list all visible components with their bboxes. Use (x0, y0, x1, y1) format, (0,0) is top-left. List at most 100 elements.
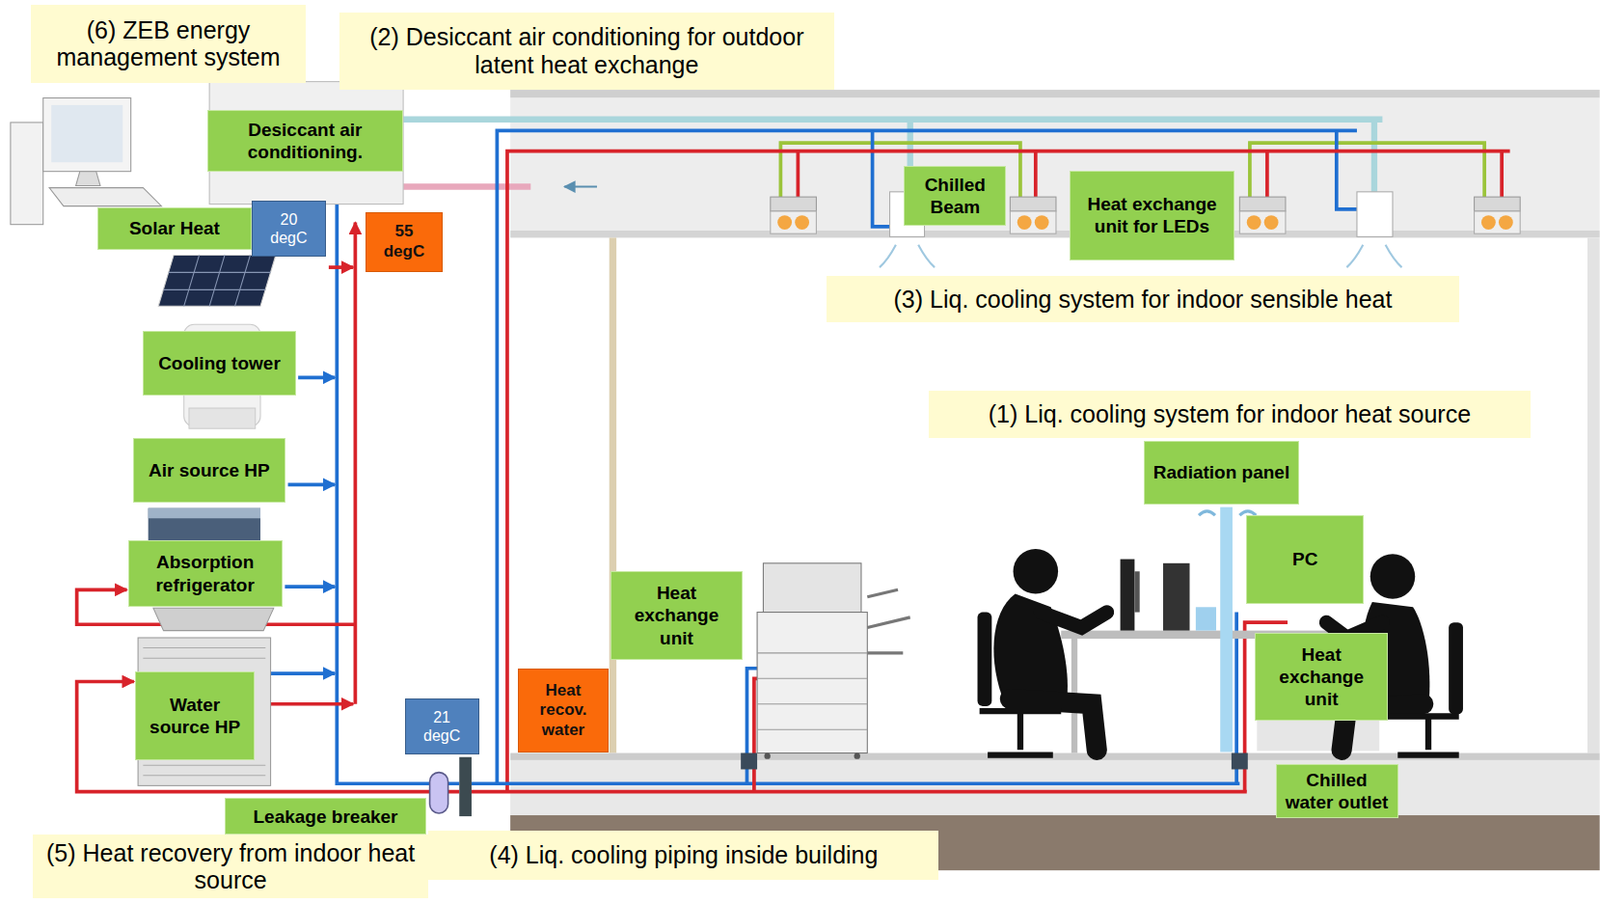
led-fixture (770, 196, 817, 212)
led-fixture (1264, 215, 1279, 230)
label-text: Desiccant air conditioning. (214, 118, 397, 163)
led-fixture (1239, 211, 1286, 234)
label-text: 20 degC (266, 210, 312, 247)
equipment-label: Chilled Beam (903, 165, 1006, 226)
label-text: Heat exchange unit (617, 581, 737, 650)
person-silhouette (979, 710, 1062, 755)
ceiling-pipe (507, 151, 1511, 792)
section-label: (1) Liq. cooling system for indoor heat … (928, 390, 1531, 439)
copier (757, 652, 868, 730)
led-fixture (770, 211, 817, 234)
equipment-label: Heat exchange unit (1254, 632, 1389, 721)
equipment-label: Heat exchange unit for LEDs (1069, 170, 1235, 261)
label-text: (1) Liq. cooling system for indoor heat … (988, 400, 1471, 429)
led-fixture (1247, 215, 1262, 230)
label-text: (3) Liq. cooling system for indoor sensi… (894, 285, 1393, 314)
copier (762, 563, 862, 613)
desk (1195, 606, 1217, 630)
ceiling-pipe (796, 151, 801, 198)
computer-icon (43, 98, 132, 172)
person-silhouette (1370, 553, 1416, 599)
leakage-breaker-symbol (430, 772, 449, 814)
ceiling-pipe (1499, 151, 1504, 198)
equipment-label: PC (1246, 515, 1364, 604)
plant-pipe (353, 222, 358, 705)
temperature-tag: 21 degC (405, 698, 480, 755)
label-text: (5) Heat recovery from indoor heat sourc… (40, 839, 420, 895)
ceiling-pipe (1033, 151, 1038, 198)
solar-panel (163, 254, 272, 306)
person-silhouette (1377, 715, 1460, 755)
cooling-tower (189, 407, 256, 429)
leakage-breaker-symbol (459, 757, 472, 816)
computer-icon (10, 98, 163, 225)
equipment-label: Leakage breaker (224, 797, 427, 835)
solar-panel (158, 254, 276, 306)
led-fixture (1239, 196, 1286, 212)
computer-icon (76, 171, 101, 187)
equipment-label: Cooling tower (142, 330, 297, 396)
led-fixture (1498, 215, 1514, 230)
label-text: PC (1292, 547, 1318, 570)
led-fixture (1474, 196, 1521, 212)
section-label: (2) Desiccant air conditioning for outdo… (339, 12, 835, 90)
label-text: Water source HP (141, 693, 248, 738)
label-text: Solar Heat (129, 216, 220, 240)
desk (1060, 507, 1398, 754)
section-label: (4) Liq. cooling piping inside building (428, 830, 939, 880)
desk (1120, 559, 1136, 631)
solar-panel (158, 254, 276, 306)
label-text: (2) Desiccant air conditioning for outdo… (347, 23, 827, 80)
leakage-breaker-symbol (430, 757, 472, 816)
label-text: Leakage breaker (253, 805, 399, 828)
label-text: Heat exchange unit for LEDs (1076, 192, 1228, 238)
building-section (510, 759, 1600, 815)
led-fixture (1481, 215, 1496, 230)
plant-pipe (328, 265, 353, 270)
copier (757, 612, 868, 754)
computer-icon (49, 188, 162, 207)
return-air-arrow (564, 186, 597, 188)
label-text: Radiation panel (1153, 461, 1290, 484)
label-text: Chilled Beam (910, 173, 1000, 218)
led-fixture (1009, 196, 1057, 212)
person-silhouette (1013, 548, 1059, 595)
person-silhouette (1040, 612, 1108, 628)
air-duct (403, 183, 531, 190)
equipment-label: Chilled water outlet (1275, 763, 1399, 818)
equipment-label: Desiccant air conditioning. (207, 109, 404, 171)
computer-icon (10, 122, 44, 225)
underfloor-pipe (471, 781, 1240, 786)
ceiling-pipe (1265, 151, 1270, 198)
absorption-refrigerator (153, 607, 274, 630)
chilled-beam-unit (1356, 191, 1393, 238)
label-text: Air source HP (148, 459, 271, 482)
air-duct (1371, 119, 1378, 192)
plant-pipe (288, 483, 336, 488)
equipment-label: Absorption refrigerator (128, 540, 283, 607)
label-text: Chilled water outlet (1282, 768, 1392, 814)
section-label: (6) ZEB energy management system (30, 4, 307, 83)
led-fixture (777, 215, 792, 230)
ceiling-pipe (496, 130, 1357, 784)
equipment-label: Air source HP (133, 437, 287, 503)
building-section (510, 89, 1600, 98)
section-label: (3) Liq. cooling system for indoor sensi… (826, 275, 1460, 324)
ceiling-pipe (496, 130, 1510, 791)
desk (1134, 570, 1139, 612)
building-section (1587, 237, 1600, 753)
plant-pipe (257, 702, 353, 706)
hot-water-tag: Heat recov. water (517, 668, 609, 753)
temperature-tag: 20 degC (251, 200, 326, 257)
label-text: 55 degC (376, 221, 433, 262)
person-silhouette (977, 548, 1464, 756)
equipment-label: Heat exchange unit (610, 570, 744, 660)
label-text: Absorption refrigerator (135, 550, 276, 596)
return-air-arrow (564, 185, 597, 188)
floor-outlet (740, 753, 758, 770)
led-fixture (1034, 215, 1050, 230)
air-duct (403, 116, 1383, 123)
person-silhouette (1448, 622, 1464, 714)
computer-icon (51, 105, 123, 163)
label-text: (4) Liq. cooling piping inside building (488, 840, 878, 869)
